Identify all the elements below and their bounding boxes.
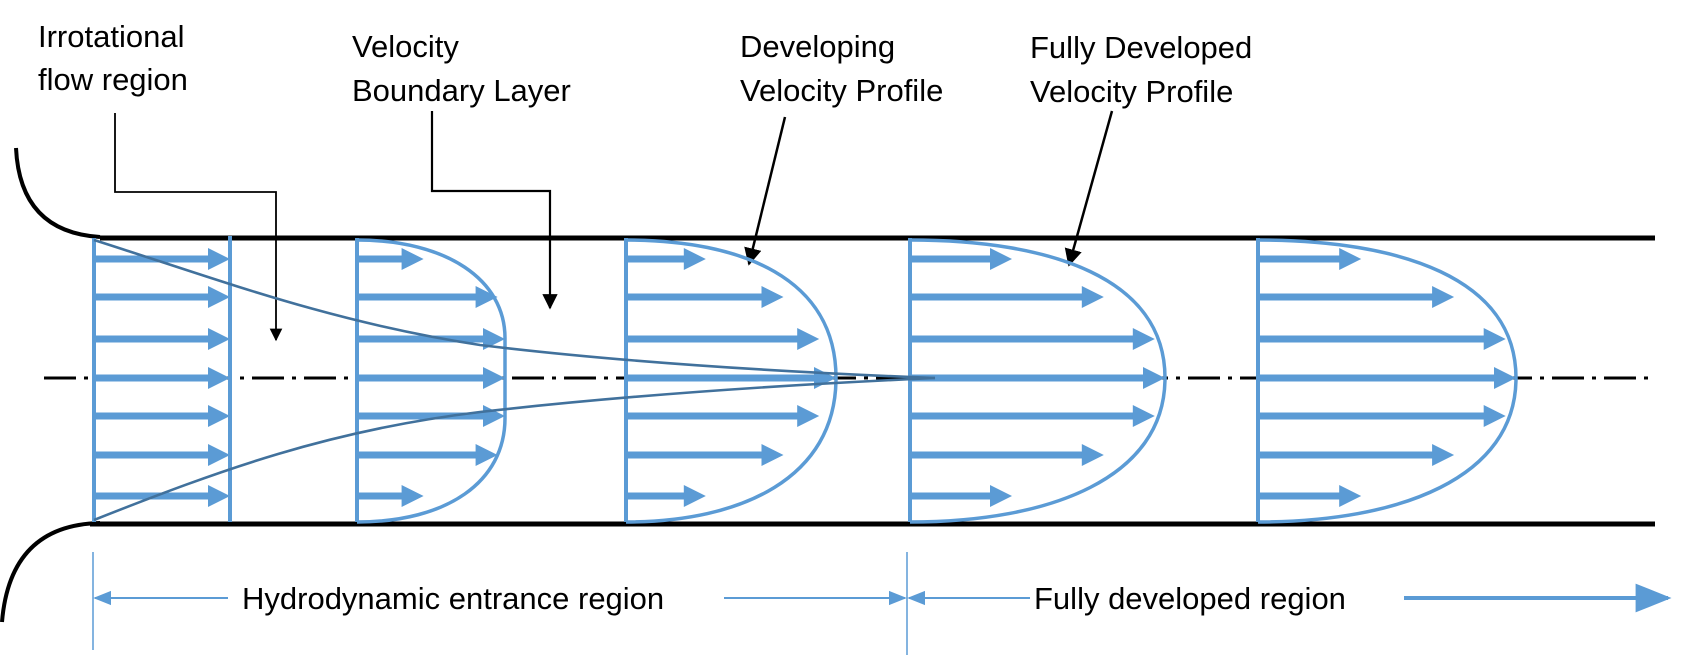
developing-profile-arrow-4-head [814, 367, 836, 389]
fully-developed-profile-2-arrow-6-head [1432, 444, 1455, 466]
fully-developed-profile-2-arrow-7-head [1339, 485, 1362, 507]
fully-developed-region-label: Fully developed region [1034, 581, 1346, 616]
early-developing-profile-arrow-3-head [483, 328, 505, 350]
developing-profile-arrow-7-head [683, 485, 706, 507]
velocity-profiles [92, 236, 1518, 524]
early-developing-profile-arrow-6-head [475, 444, 498, 466]
developing-profile-arrow-2-head [761, 286, 784, 308]
boundary-layer-label: Velocity Boundary Layer [352, 29, 571, 108]
uniform-inlet-profile-arrow-7-head [208, 485, 230, 507]
fully-developed-profile-1-arrow-7-head [990, 485, 1012, 507]
early-developing-profile-arrow-1-head [401, 248, 424, 270]
irrotational-label: Irrotational flow region [38, 19, 193, 97]
uniform-inlet-profile-arrow-1-head [208, 248, 230, 270]
fully-developed-profile-2-arrow-5-head [1483, 405, 1506, 427]
fully-developed-profile-label: Fully Developed Velocity Profile [1030, 30, 1261, 109]
fully-developed-profile-1-arrow-2-head [1081, 286, 1104, 308]
fully-developed-profile-2-arrow-1-head [1339, 248, 1362, 270]
boundary-layer-leader-line [430, 111, 558, 310]
boundary-layer-curve-top [93, 238, 936, 380]
uniform-inlet-profile-arrow-5-head [208, 405, 230, 427]
fully-developed-profile-1-arrow-1-head [990, 248, 1012, 270]
fully-developed-profile-2-arrow-3-head [1483, 328, 1506, 350]
early-developing-profile-arrow-7-head [401, 485, 424, 507]
entrance-region-label: Hydrodynamic entrance region [242, 581, 664, 616]
inlet-bell-bottom [0, 521, 101, 623]
developing-leader-line [744, 116, 787, 266]
developing-profile-label: Developing Velocity Profile [740, 29, 943, 108]
fully-developed-profile-2-arrow-2-head [1432, 286, 1455, 308]
fully-developed-leader-line [1064, 110, 1114, 267]
developing-profile-arrow-3-head [797, 328, 820, 350]
irrotational-leader-line [114, 113, 283, 342]
developing-profile-arrow-6-head [761, 444, 784, 466]
fully-developed-profile-1-arrow-4-head [1143, 367, 1165, 389]
boundary-layer-curve-bottom [93, 376, 936, 522]
inlet-bell-top [14, 147, 101, 239]
uniform-inlet-profile-arrow-6-head [208, 444, 230, 466]
fully-developed-profile-1-arrow-5-head [1132, 405, 1155, 427]
fully-developed-profile-1-arrow-3-head [1132, 328, 1155, 350]
early-developing-profile-arrow-2-head [475, 286, 498, 308]
fully-developed-profile-1-arrow-6-head [1081, 444, 1104, 466]
fully-developed-profile-2-arrow-4-head [1494, 367, 1516, 389]
developing-profile-arrow-1-head [683, 248, 706, 270]
uniform-inlet-profile-arrow-2-head [208, 286, 230, 308]
early-developing-profile-arrow-4-head [483, 367, 505, 389]
uniform-inlet-profile-arrow-3-head [208, 328, 230, 350]
developing-profile-arrow-5-head [797, 405, 820, 427]
uniform-inlet-profile-arrow-4-head [208, 367, 230, 389]
